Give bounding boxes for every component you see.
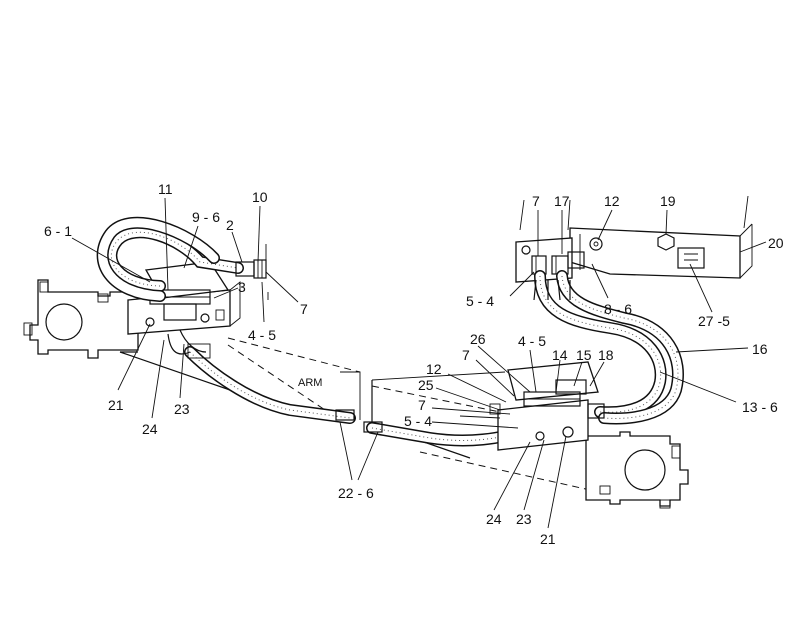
arm-outline-left	[119, 337, 361, 421]
label-20: 20	[768, 235, 784, 251]
label-21-right: 21	[540, 531, 556, 547]
label-27-5: 27 -5	[698, 313, 730, 329]
label-7-top: 7	[532, 193, 540, 209]
label-13-6: 13 - 6	[742, 399, 778, 415]
label-12-top: 12	[604, 193, 620, 209]
label-15: 15	[576, 347, 592, 363]
label-4-5-left: 4 - 5	[248, 327, 276, 343]
label-11: 11	[158, 181, 173, 197]
label-21-left: 21	[108, 397, 124, 413]
label-12-mid: 12	[426, 361, 442, 377]
label-3: 3	[238, 279, 246, 295]
label-7-low: 7	[418, 397, 426, 413]
label-22-6: 22 - 6	[338, 485, 374, 501]
left-mounting-plate	[23, 279, 139, 359]
label-9-6: 9 - 6	[192, 209, 220, 225]
leader-lines	[71, 197, 767, 529]
right-lower-valve-block	[459, 361, 599, 451]
label-24-left: 24	[142, 421, 158, 437]
label-5-4-low: 5 - 4	[404, 413, 432, 429]
right-mounting-plate	[585, 431, 689, 509]
label-18: 18	[598, 347, 614, 363]
label-14: 14	[552, 347, 568, 363]
label-19: 19	[660, 193, 676, 209]
label-16: 16	[752, 341, 768, 357]
label-10: 10	[252, 189, 268, 205]
label-23-right: 23	[516, 511, 532, 527]
left-fitting	[235, 259, 267, 279]
label-23-left: 23	[174, 401, 190, 417]
left-arm-hose	[167, 329, 356, 424]
label-26: 26	[470, 331, 486, 347]
left-loop-hose	[96, 216, 244, 302]
label-4-5-right: 4 - 5	[518, 333, 546, 349]
label-24-right: 24	[486, 511, 502, 527]
label-25: 25	[418, 377, 434, 393]
label-7-left: 7	[300, 301, 308, 317]
label-2: 2	[226, 217, 234, 233]
label-5-4-top: 5 - 4	[466, 293, 494, 309]
label-7-mid: 7	[462, 347, 470, 363]
upper-right-bracket	[515, 195, 753, 283]
arm-label: ARM	[298, 377, 322, 389]
label-6-1: 6 - 1	[44, 223, 72, 239]
label-17: 17	[554, 193, 570, 209]
label-8-6: 8 - 6	[604, 301, 632, 317]
part-labels: ARM 6 - 1 11 9 - 6 2 10 3 7 4 - 5 21 24 …	[44, 181, 784, 547]
right-loop-hoses	[533, 270, 684, 425]
